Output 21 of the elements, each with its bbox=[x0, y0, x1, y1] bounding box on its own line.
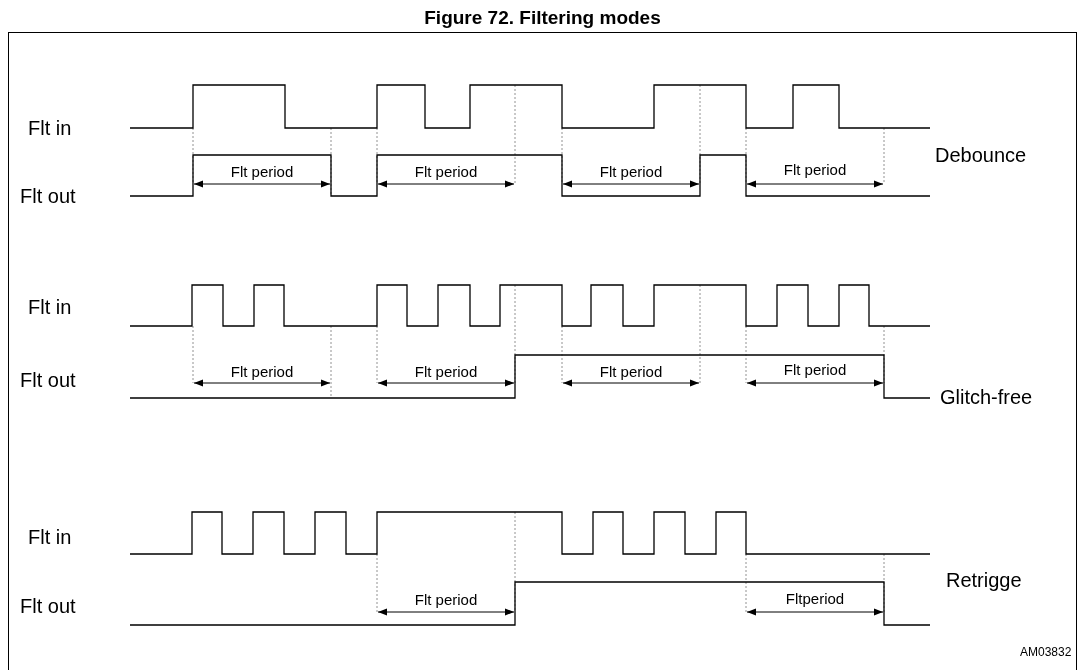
figure-title: Figure 72. Filtering modes bbox=[424, 6, 661, 30]
period-label: Flt period bbox=[414, 363, 478, 379]
signal-name: Flt in bbox=[28, 297, 72, 317]
period-label: Flt period bbox=[414, 591, 478, 607]
signal-name: Flt in bbox=[28, 527, 72, 547]
period-label: Flt period bbox=[783, 161, 847, 177]
mode-name: Debounce bbox=[935, 145, 1027, 165]
signal-name: Flt out bbox=[20, 596, 76, 616]
mode-name: Retrigge bbox=[946, 570, 1022, 590]
period-label: Flt period bbox=[230, 163, 294, 179]
period-label: Flt period bbox=[599, 363, 663, 379]
signal-name: Flt in bbox=[28, 118, 72, 138]
figure-id: AM03832 bbox=[1020, 646, 1072, 658]
period-label: Flt period bbox=[414, 163, 478, 179]
signal-name: Flt out bbox=[20, 370, 76, 390]
period-label: Fltperiod bbox=[785, 590, 845, 606]
period-label: Flt period bbox=[783, 361, 847, 377]
signal-name: Flt out bbox=[20, 186, 76, 206]
period-label: Flt period bbox=[230, 363, 294, 379]
period-label: Flt period bbox=[599, 163, 663, 179]
mode-name: Glitch-free bbox=[940, 387, 1033, 407]
